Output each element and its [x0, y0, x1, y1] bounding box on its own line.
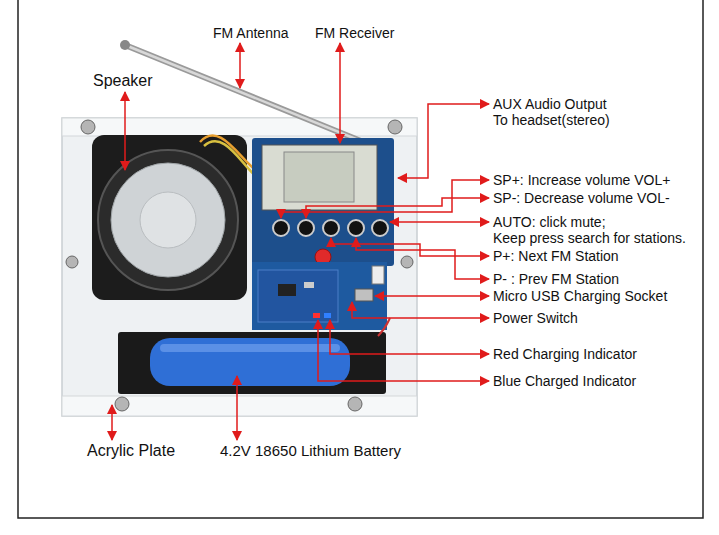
leader-line	[124, 92, 126, 170]
callout-label: Blue Charged Indicator	[493, 373, 636, 389]
screw	[81, 120, 95, 134]
screw	[348, 397, 362, 411]
resistor	[304, 282, 314, 288]
button	[372, 220, 388, 236]
callout-label: FM Receiver	[315, 25, 394, 41]
leader-line	[331, 238, 489, 256]
leader-line	[390, 221, 489, 223]
power-switch	[372, 266, 384, 284]
battery-wire	[378, 318, 390, 336]
acrylic-bottom-edge	[62, 396, 417, 416]
callout-label: Red Charging Indicator	[493, 346, 637, 362]
frame	[18, 0, 703, 518]
leader-line	[281, 180, 489, 218]
callout-label: 4.2V 18650 Lithium Battery	[220, 443, 401, 459]
callout-label: SP+: Increase volume VOL+	[493, 172, 670, 188]
battery	[150, 338, 350, 386]
callout-label: AUTO: click mute; Keep press search for …	[493, 214, 693, 246]
callout-label: Micro USB Charging Socket	[493, 288, 667, 304]
speaker-dust-cap	[140, 192, 196, 248]
callout-label: AUX Audio Output To headset(stereo)	[493, 96, 619, 128]
leader-line	[306, 198, 489, 218]
leader-line	[339, 43, 341, 143]
acrylic-top-edge	[62, 118, 417, 136]
callout-label: P- : Prev FM Station	[493, 271, 619, 287]
red-led	[313, 313, 320, 318]
button	[348, 220, 364, 236]
leader-line	[239, 43, 241, 88]
receiver-board	[252, 138, 394, 266]
button	[273, 220, 289, 236]
button	[323, 220, 339, 236]
leader-line	[111, 405, 113, 440]
callout-label: FM Antenna	[213, 25, 289, 41]
speaker-cone	[111, 163, 225, 277]
leader-line	[318, 320, 489, 381]
charging-board	[252, 262, 387, 330]
screw	[388, 120, 402, 134]
acrylic-plate	[62, 118, 417, 416]
callout-label: Power Switch	[493, 310, 578, 326]
speaker-frame	[92, 135, 247, 300]
antenna-tip	[120, 40, 130, 50]
leader-lines	[112, 43, 489, 440]
leader-line	[352, 302, 489, 318]
callout-label: Speaker	[93, 73, 153, 89]
speaker-wire	[200, 136, 258, 172]
charging-module	[258, 270, 338, 322]
callout-label: SP-: Decrease volume VOL-	[493, 190, 670, 206]
chip	[278, 284, 296, 296]
speaker-wire	[204, 141, 258, 178]
leader-line	[236, 376, 238, 440]
wrap-shim	[613, 214, 693, 230]
screw	[115, 397, 129, 411]
lcd-screen	[284, 152, 354, 202]
speaker-surround	[98, 150, 238, 290]
button	[298, 220, 314, 236]
battery-highlight	[160, 344, 340, 352]
battery-holder	[118, 332, 386, 394]
callout-label: Acrylic Plate	[87, 443, 175, 459]
leader-line	[330, 320, 489, 354]
usb-socket	[355, 289, 373, 301]
lcd-module	[262, 145, 377, 210]
screw	[401, 256, 413, 268]
blue-led	[324, 313, 331, 318]
leader-line	[375, 295, 489, 297]
leader-line	[398, 104, 489, 178]
callout-label: P+: Next FM Station	[493, 248, 619, 264]
screw	[66, 256, 78, 268]
leader-line	[356, 238, 489, 279]
